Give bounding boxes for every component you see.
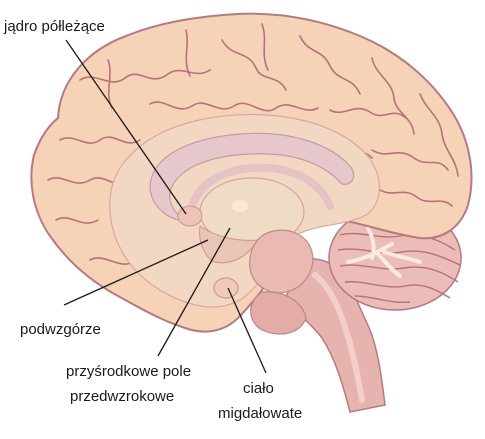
leader-lines — [63, 39, 267, 374]
fornix — [186, 163, 334, 218]
pineal-highlight — [232, 200, 248, 212]
amygdala — [213, 277, 239, 299]
label-amygdala-line2: migdałowate — [218, 405, 302, 422]
nucleus-accumbens — [177, 205, 203, 227]
label-hypothalamus: podwzgórze — [20, 321, 101, 338]
label-nucleus-accumbens: jądro półleżące — [3, 18, 105, 35]
leader-amygdala — [227, 287, 267, 374]
label-preoptic-line1: przyśrodkowe pole — [66, 363, 191, 380]
label-amygdala-line1: ciało — [243, 380, 274, 397]
midbrain — [249, 229, 314, 294]
brainstem-highlight — [312, 272, 365, 403]
leader-hypothalamus — [63, 239, 209, 306]
label-preoptic-line2: przedwzrokowe — [70, 388, 174, 405]
corpus-callosum — [149, 132, 355, 221]
leader-preoptic — [157, 227, 231, 357]
pons — [250, 291, 307, 335]
hypothalamus-region — [199, 225, 259, 264]
leader-nucleus-accumbens — [65, 39, 187, 215]
